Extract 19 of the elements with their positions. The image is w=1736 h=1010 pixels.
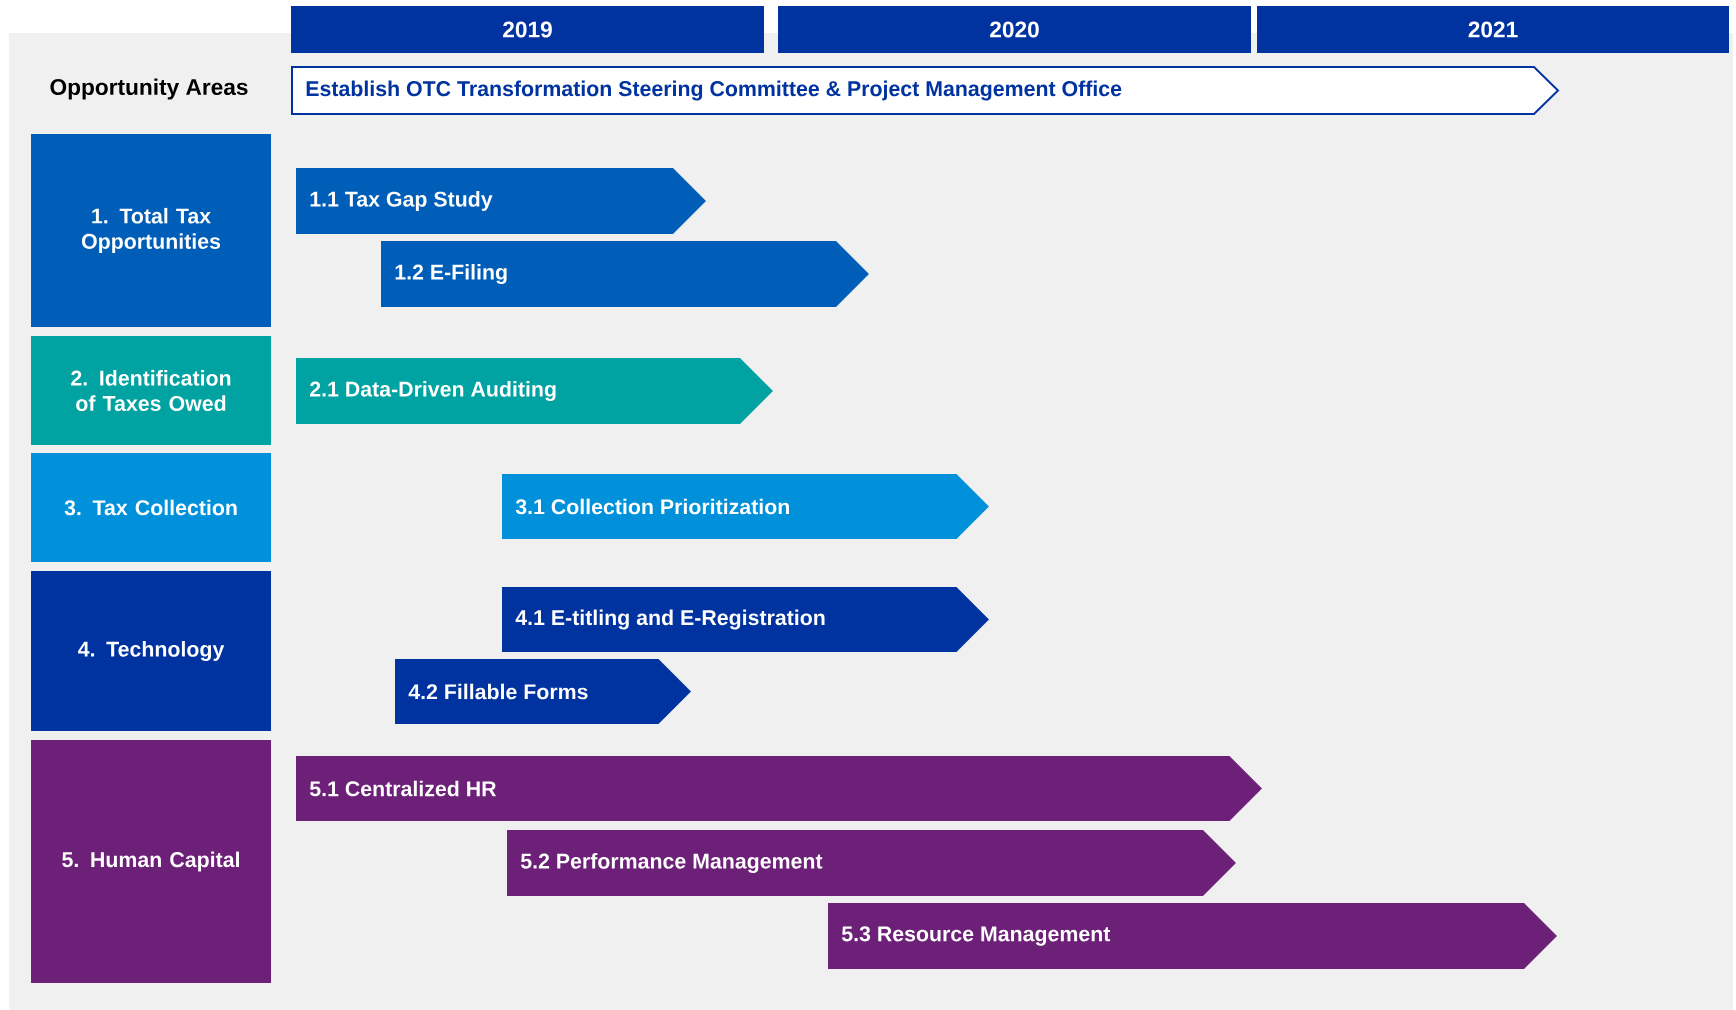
arrow-bar: 4.2 Fillable Forms <box>395 659 691 724</box>
arrow-bar: Establish OTC Transformation Steering Committee & Project Management Office <box>291 66 1560 115</box>
arrow-bar: 5.2 Performance Management <box>507 830 1236 896</box>
arrow-bar: 3.1 Collection Prioritization <box>502 474 989 539</box>
arrow-bar: 1.2 E-Filing <box>381 241 869 307</box>
year-header: 2019 <box>291 6 764 53</box>
category-box: 1. Total Tax Opportunities <box>31 134 271 327</box>
arrow-bar: 2.1 Data-Driven Auditing <box>296 358 773 424</box>
year-header: 2021 <box>1257 6 1729 53</box>
arrow-bar: 5.1 Centralized HR <box>296 756 1262 821</box>
category-box: 5. Human Capital <box>31 740 271 983</box>
column-heading: Opportunity Areas <box>50 78 248 100</box>
arrow-bar: 1.1 Tax Gap Study <box>296 168 706 234</box>
arrow-bar: 5.3 Resource Management <box>828 903 1557 969</box>
year-header: 2020 <box>778 6 1251 53</box>
category-box: 3. Tax Collection <box>31 453 271 562</box>
category-box: 4. Technology <box>31 571 271 731</box>
category-box: 2. Identification of Taxes Owed <box>31 336 271 445</box>
arrow-bar: 4.1 E-titling and E-Registration <box>502 587 989 652</box>
